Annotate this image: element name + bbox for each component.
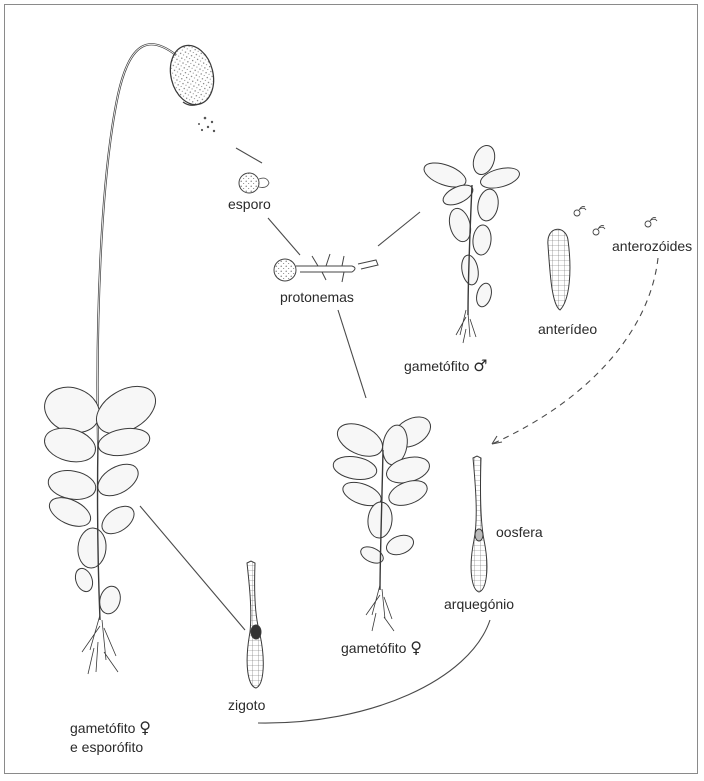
label-gametofito-esporofito: gametófito ♀ <box>70 720 151 736</box>
antherozoid-path-dashed <box>492 258 658 444</box>
archegonium-drawing <box>471 456 487 592</box>
label-protonemas: protonemas <box>280 289 354 305</box>
seta <box>98 44 176 440</box>
protonema-drawing <box>274 254 378 282</box>
label-oosfera: oosfera <box>496 524 543 540</box>
label-gametofito-female-text: gametófito <box>341 640 406 656</box>
male-symbol: ♂ <box>473 356 487 375</box>
antherozoids <box>574 206 657 235</box>
zygote-drawing <box>247 561 263 688</box>
sporophyte-to-zygote-line <box>140 506 245 630</box>
female-gametophyte-drawing <box>331 411 435 631</box>
female-symbol-2: ♀ <box>139 718 151 737</box>
protonema-to-female-gametophyte-line <box>338 310 366 398</box>
archegonium-to-zygote-curve <box>258 620 490 723</box>
label-gametofito-esporofito-text: gametófito <box>70 720 135 736</box>
antheridium-drawing <box>548 229 570 310</box>
label-gametofito-male: gametófito ♂ <box>404 358 488 374</box>
released-spores <box>198 117 215 133</box>
label-e-esporofito: e esporófito <box>70 739 143 755</box>
label-anterideo: anterídeo <box>538 321 597 337</box>
label-arquegonio: arquegónio <box>444 596 514 612</box>
sporophyte <box>98 41 220 440</box>
label-gametofito-female: gametófito ♀ <box>341 640 422 656</box>
label-zigoto: zigoto <box>228 697 265 713</box>
female-gametophyte-with-sporophyte-drawing <box>38 377 164 674</box>
capsule <box>164 41 219 109</box>
female-symbol: ♀ <box>410 638 422 657</box>
spore-to-protonema-line <box>268 218 300 255</box>
capsule-to-spore-line <box>236 148 262 163</box>
label-gametofito-male-text: gametófito <box>404 358 469 374</box>
protonema-to-male-gametophyte-line <box>378 212 420 246</box>
label-esporo: esporo <box>228 196 271 212</box>
spore-drawing <box>239 173 269 193</box>
label-anterozoides: anterozóides <box>612 238 692 254</box>
male-gametophyte-drawing <box>421 142 522 343</box>
